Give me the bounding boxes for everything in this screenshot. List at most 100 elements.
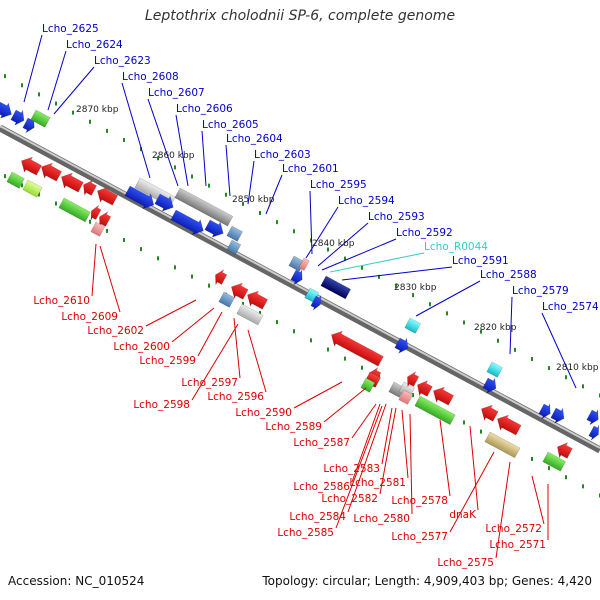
ruler-label: 2830 kbp [394,283,437,293]
leader-line [381,407,393,465]
leader-line [247,160,255,205]
scale-tick [344,256,346,261]
ruler-label: 2870 kbp [76,105,119,115]
scale-tick [38,92,40,97]
accession-text: Accession: NC_010524 [8,574,145,588]
scale-tick [259,310,261,315]
scale-tick [497,338,499,343]
gene-feature [124,185,155,210]
gene-label: Lcho_2587 [293,437,350,449]
gene-label: Lcho_2572 [485,523,542,535]
leader-line [541,312,577,389]
leader-line [91,243,97,297]
gene-feature [10,109,25,126]
leader-line [439,419,451,497]
scale-tick [463,420,465,425]
gene-feature [414,395,456,425]
gene-label: Lcho_2583 [323,463,380,475]
scale-tick [21,83,23,88]
leader-line [145,299,197,327]
gene-feature [310,295,322,311]
genome-summary-text: Topology: circular; Length: 4,909,403 bp… [262,574,592,588]
scale-tick [293,229,295,234]
scale-tick [123,138,125,143]
gene-label: Lcho_2594 [338,195,395,207]
gene-feature [90,221,106,237]
scale-tick [310,238,312,243]
scale-tick [463,320,465,325]
gene-label: Lcho_2578 [391,495,448,507]
scale-tick [582,484,584,489]
leader-line [121,82,151,179]
scale-tick [378,274,380,279]
scale-tick [327,347,329,352]
genome-backbone-highlight [0,125,600,449]
gene-feature [99,211,112,228]
gene-label: Lcho_2577 [391,531,448,543]
gene-label: Lcho_2588 [480,269,537,281]
gene-feature [482,377,497,394]
gene-label: Lcho_2606 [176,103,233,115]
gene-features [0,101,600,472]
gene-label: Lcho_R0044 [424,241,488,253]
scale-tick [531,456,533,461]
gene-feature [0,101,12,119]
gene-label: Lcho_2601 [282,163,339,175]
scale-tick [208,183,210,188]
leader-line [47,50,67,111]
gene-label: Lcho_2590 [235,407,292,419]
scale-tick [446,311,448,316]
ruler-label: 2850 kbp [232,195,275,205]
gene-feature [218,291,235,308]
gene-feature [30,109,51,128]
leader-line [509,296,513,355]
scale-tick [89,119,91,124]
leader-line [449,451,495,533]
gene-feature [320,275,352,300]
leader-line [409,413,413,515]
scale-tick [157,156,159,161]
scale-tick [548,366,550,371]
gene-label: Lcho_2574 [542,301,599,313]
gene-feature [21,156,42,176]
gene-feature [83,179,97,196]
scale-tick [310,338,312,343]
gene-label: Lcho_2600 [113,341,170,353]
scale-tick [242,301,244,306]
gene-feature [497,414,522,436]
leader-line [23,34,43,103]
gene-feature [90,205,102,221]
gene-label: Lcho_2602 [87,325,144,337]
gene-feature [170,209,204,236]
gene-label: Lcho_2579 [512,285,569,297]
gene-feature [388,381,405,398]
scale-tick [157,256,159,261]
gene-feature [417,380,433,397]
gene-feature [236,303,264,326]
gene-feature [215,269,228,286]
scale-tick [140,247,142,252]
leader-line [351,403,381,483]
scale-tick [4,74,6,79]
scale-tick [276,220,278,225]
gene-label: Lcho_2591 [452,255,509,267]
gene-label: Lcho_2586 [293,481,350,493]
gene-feature [226,225,243,242]
gene-feature [538,402,551,420]
leader-line [321,238,397,271]
leader-line [175,114,189,187]
scale-tick [242,201,244,206]
scale-tick [276,320,278,325]
leader-line [495,461,511,559]
leader-line [99,245,121,313]
gene-feature [398,389,414,405]
map-title: Leptothrix cholodnii SP-6, complete geno… [144,8,456,24]
scale-tick [208,283,210,288]
leader-line [225,144,231,197]
leader-line [323,387,367,423]
ruler-label: 2860 kbp [152,151,195,161]
gene-label: Lcho_2571 [489,539,546,551]
gene-label: Lcho_2605 [202,119,259,131]
scale-tick [514,347,516,352]
gene-label: Lcho_2585 [277,527,334,539]
